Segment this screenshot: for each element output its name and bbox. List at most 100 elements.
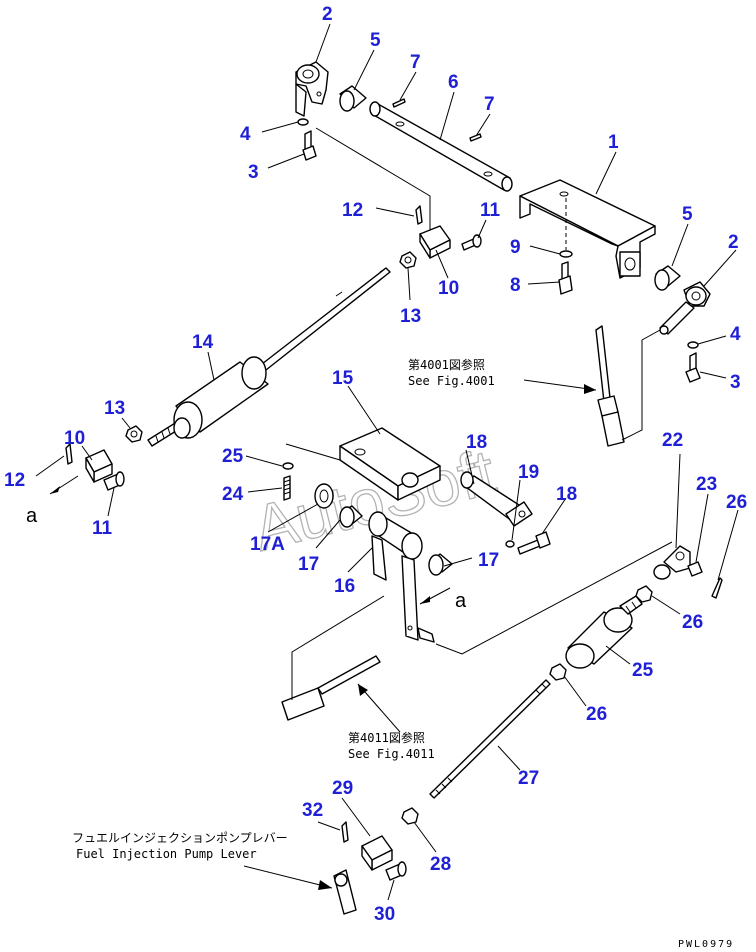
view-arrow-left: a [26, 475, 79, 527]
part-3-bolt-upper [302, 130, 317, 161]
label-21: 24 [222, 484, 244, 505]
part-13-nut-upper [399, 251, 417, 269]
label-13-left: 13 [104, 398, 125, 419]
part-11-pin-upper [461, 234, 482, 251]
part-30-clevis [361, 835, 393, 871]
label-8: 8 [510, 275, 521, 296]
ref-part-fig4011 [281, 595, 385, 721]
label-10-left: 10 [64, 428, 85, 449]
label-25: 26 [726, 492, 747, 513]
fuel-pump-lever [333, 869, 357, 915]
part-32-pin [341, 821, 349, 843]
part-24-nut [687, 561, 703, 577]
label-32: 32 [302, 800, 323, 821]
ref-fig4001-jp: 第4001図参照 [408, 357, 485, 372]
label-2-upper: 2 [322, 4, 333, 25]
part-27-nut-lower [549, 663, 567, 681]
label-9: 9 [510, 237, 521, 258]
part-7-pin-a [392, 98, 406, 108]
part-17-bushing-right [428, 553, 453, 576]
label-17-right: 17 [478, 550, 499, 571]
part-23-ball-joint [653, 545, 691, 580]
label-3-upper: 3 [248, 162, 259, 183]
ref-lever-en: Fuel Injection Pump Lever [76, 847, 257, 861]
part-11-pin-left [103, 471, 125, 491]
label-10-upper: 10 [438, 278, 459, 299]
view-arrow-center: a [419, 587, 467, 612]
connector-16-to-23 [435, 541, 673, 655]
label-4-upper: 4 [240, 124, 251, 145]
label-18: 18 [466, 432, 487, 453]
part-8-bolt [558, 261, 573, 295]
label-15: 15 [332, 368, 354, 389]
part-2-lever-right [659, 281, 711, 335]
label-23: 22 [662, 430, 683, 451]
label-19: 18 [556, 484, 577, 505]
view-letter-center: a [455, 590, 467, 612]
label-11-upper: 11 [480, 200, 501, 221]
label-12-left: 12 [4, 470, 25, 491]
label-31: 30 [374, 904, 395, 925]
label-17a: 17A [250, 534, 285, 555]
label-27-lower: 26 [586, 704, 607, 725]
part-10-clevis-left [85, 449, 113, 483]
part-17a-bushing [314, 483, 334, 509]
part-12-pin-left [65, 443, 73, 465]
label-28: 27 [518, 768, 539, 789]
label-3-right: 3 [730, 372, 741, 393]
label-22: 25 [222, 446, 244, 467]
label-4-right: 4 [730, 324, 741, 345]
part-15-bracket-block [339, 427, 441, 501]
part-16-shaft-lever [368, 511, 435, 643]
part-29-nut [401, 807, 419, 825]
ref-fig4011-en: See Fig.4011 [348, 747, 435, 761]
label-14: 14 [192, 332, 214, 353]
part-14-rod-assembly [147, 267, 391, 447]
part-number-labels: 2 5 7 6 7 4 3 1 5 2 4 3 12 11 10 9 8 [4, 4, 747, 925]
ref-lever-jp: フュエルインジェクションポンプレバー [72, 831, 288, 845]
label-27-upper: 26 [682, 612, 703, 633]
ref-part-fig4001 [595, 325, 661, 447]
part-2-lever-upper [295, 61, 329, 117]
label-11-left: 11 [92, 518, 113, 539]
part-31-pin [385, 861, 407, 881]
part-4-washer-upper [297, 118, 309, 126]
part-20-washer [505, 540, 515, 548]
part-3-bolt-right [685, 352, 701, 383]
label-7-a: 7 [410, 52, 421, 73]
connector-15-to-22 [285, 443, 341, 461]
part-27-nut-upper [635, 585, 653, 603]
part-13-nut-left [125, 425, 143, 443]
part-6-shaft [369, 101, 513, 192]
ref-fig4011: 第4011図参照 See Fig.4011 [348, 683, 435, 761]
label-24: 23 [696, 474, 717, 495]
ref-fuel-pump-lever: フュエルインジェクションポンプレバー Fuel Injection Pump L… [72, 831, 333, 890]
part-26-damper [565, 595, 643, 669]
label-1: 1 [608, 132, 619, 153]
label-12-upper: 12 [342, 200, 363, 221]
part-25-pin [711, 577, 723, 599]
part-19-bolt [517, 531, 551, 555]
part-17-bushing-left [339, 505, 363, 528]
connector-lever-to-link [315, 127, 431, 230]
part-5-bushing-right [654, 265, 681, 291]
label-5-right: 5 [682, 204, 693, 225]
ref-fig4001: 第4001図参照 See Fig.4001 [408, 357, 597, 394]
label-5-upper: 5 [370, 30, 381, 51]
part-10-clevis-upper [419, 225, 451, 259]
part-28-rod [429, 679, 551, 799]
label-16: 16 [334, 576, 355, 597]
label-17-left: 17 [298, 554, 319, 575]
part-21-bolt [283, 475, 291, 501]
part-7-pin-b [469, 133, 482, 142]
ref-fig4001-en: See Fig.4001 [408, 374, 495, 388]
label-13-upper: 13 [400, 306, 421, 327]
label-2-right: 2 [728, 232, 739, 253]
label-29: 28 [430, 854, 451, 875]
part-18-lever-arm [460, 471, 533, 527]
label-20: 19 [518, 462, 539, 483]
label-26: 25 [632, 660, 654, 681]
part-4-washer-right [687, 341, 699, 349]
label-6: 6 [448, 72, 459, 93]
